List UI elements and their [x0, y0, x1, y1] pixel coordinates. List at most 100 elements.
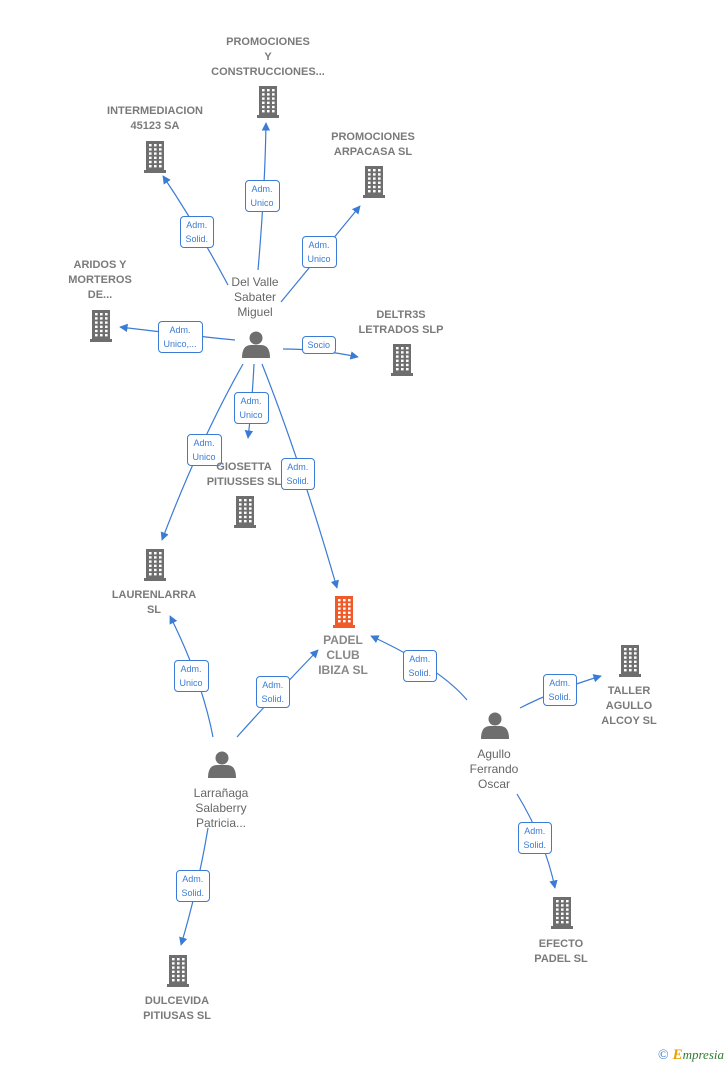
edge-label-line: Adm.	[524, 826, 546, 836]
edge-label-agullo-to-efecto_padel[interactable]: Adm. Solid.	[517, 822, 553, 854]
node-label-line: PROMOCIONES	[226, 36, 310, 48]
node-label-line: DE...	[87, 289, 113, 301]
node-label-line: INTERMEDIACION	[107, 105, 203, 117]
node-label-line: Agullo	[477, 747, 511, 761]
building-icon	[391, 344, 413, 376]
node-label-line: DELTR3S	[376, 309, 426, 321]
edge-label-agullo-to-taller_agullo[interactable]: Adm. Solid.	[542, 674, 578, 706]
edge-label-line: Solid.	[548, 692, 572, 702]
building-icon	[619, 645, 641, 677]
node-label-line: TALLER	[607, 685, 651, 697]
node-label-line: PITIUSAS SL	[143, 1010, 211, 1022]
person-icon	[208, 751, 236, 778]
person-icon	[242, 331, 270, 358]
node-label-line: Patricia...	[195, 816, 246, 830]
edge-label-line: Adm.	[182, 874, 204, 884]
copyright-icon: ©	[657, 1048, 669, 1063]
edge-label-line: Adm.	[549, 678, 571, 688]
node-label-line: CLUB	[326, 648, 360, 662]
edge-label-line: Adm.	[251, 184, 273, 194]
node-label-line: Y	[264, 51, 272, 63]
node-label-line: MORTEROS	[68, 274, 132, 286]
edge-label-line: Adm.	[193, 438, 215, 448]
edge-label-line: Unico	[307, 254, 331, 264]
node-label-line: GIOSETTA	[216, 461, 272, 473]
node-label-line: IBIZA SL	[318, 663, 368, 677]
edge-label-larranaga-to-padel_club[interactable]: Adm. Solid.	[255, 676, 291, 708]
edge-label-line: Unico,...	[163, 339, 197, 349]
node-label-promociones_construcciones[interactable]: PROMOCIONES Y CONSTRUCCIONES...	[198, 35, 338, 80]
edge-label-line: Solid.	[261, 694, 285, 704]
edge-label-line: Adm.	[180, 664, 202, 674]
edge-label-del_valle-to-promociones_arpacasa[interactable]: Adm. Unico	[301, 236, 337, 268]
edge-label-line: Solid.	[286, 476, 310, 486]
node-label-line: Del Valle	[231, 275, 279, 289]
node-label-line: LAURENLARRA	[111, 589, 197, 601]
node-label-deltr3s[interactable]: DELTR3S LETRADOS SLP	[341, 308, 461, 338]
node-label-dulcevida[interactable]: DULCEVIDA PITIUSAS SL	[122, 994, 232, 1024]
node-label-line: Salaberry	[195, 801, 247, 815]
edge-label-line: Solid.	[185, 234, 209, 244]
edge-label-line: Unico	[250, 198, 274, 208]
node-label-line: SL	[146, 604, 162, 616]
brand-name: mpresia	[682, 1047, 724, 1062]
edge-label-larranaga-to-laurenlarra[interactable]: Adm.Unico	[173, 660, 209, 692]
node-label-giosetta[interactable]: GIOSETTA PITIUSSES SL	[189, 460, 299, 490]
brand-footer: ©Empresia	[658, 1047, 724, 1064]
edge-label-del_valle-to-intermediacion[interactable]: Adm. Solid.	[179, 216, 215, 248]
node-label-line: Oscar	[477, 777, 510, 791]
node-label-line: LETRADOS SLP	[358, 324, 444, 336]
building-icon	[551, 897, 573, 929]
node-label-line: Larrañaga	[193, 786, 249, 800]
node-label-line: ARIDOS Y	[73, 259, 127, 271]
edge-label-del_valle-to-aridos[interactable]: Adm. Unico,...	[157, 321, 203, 353]
node-label-laurenlarra[interactable]: LAURENLARRA SL	[99, 588, 209, 618]
edge-label-line: Solid.	[523, 840, 547, 850]
edge-label-agullo-to-padel_club[interactable]: Adm.Solid.	[402, 650, 438, 682]
edge-label-del_valle-to-giosetta[interactable]: Adm. Unico	[233, 392, 269, 424]
node-label-line: DULCEVIDA	[144, 995, 210, 1007]
edge-label-line: Adm.	[308, 240, 330, 250]
building-icon	[167, 955, 189, 987]
edge-label-larranaga-to-dulcevida[interactable]: Adm. Solid.	[175, 870, 211, 902]
node-label-aridos[interactable]: ARIDOS Y MORTEROS DE...	[50, 258, 150, 303]
edge-label-del_valle-to-promociones_construcciones[interactable]: Adm. Unico	[244, 180, 280, 212]
node-label-line: ALCOY SL	[601, 715, 657, 727]
node-label-line: CONSTRUCCIONES...	[211, 66, 325, 78]
building-icon	[90, 310, 112, 342]
node-label-line: Sabater	[233, 290, 277, 304]
node-label-line: ARPACASA SL	[333, 146, 413, 158]
node-label-taller_agullo[interactable]: TALLER AGULLO ALCOY SL	[579, 684, 679, 729]
edge-label-line: Solid.	[408, 668, 432, 678]
edge-label-line: Adm.	[169, 325, 191, 335]
node-label-line: PADEL SL	[534, 953, 588, 965]
edge-label-line: Solid.	[181, 888, 205, 898]
node-label-line: 45123 SA	[130, 120, 180, 132]
building-icon-focus	[333, 596, 355, 628]
edge-label-line: Adm.	[240, 396, 262, 406]
person-icon	[481, 712, 509, 739]
node-label-line: PITIUSSES SL	[206, 476, 282, 488]
node-label-line: PADEL	[323, 633, 363, 647]
edge-label-del_valle-to-deltr3s[interactable]: Socio	[301, 336, 337, 354]
node-label-line: AGULLO	[605, 700, 653, 712]
edge-label-line: Adm.	[287, 462, 309, 472]
edge-label-line: Unico	[192, 452, 216, 462]
edge-label-line: Adm.	[262, 680, 284, 690]
edge-label-line: Unico	[239, 410, 263, 420]
building-icon	[363, 166, 385, 198]
edge-label-del_valle-to-padel_club[interactable]: Adm. Solid.	[280, 458, 316, 490]
building-icon	[144, 141, 166, 173]
node-label-intermediacion[interactable]: INTERMEDIACION 45123 SA	[90, 104, 220, 134]
brand-initial: E	[672, 1047, 683, 1063]
edge-label-del_valle-to-laurenlarra[interactable]: Adm. Unico	[186, 434, 222, 466]
building-icon	[144, 549, 166, 581]
building-icon	[234, 496, 256, 528]
edge-label-line: Adm.	[186, 220, 208, 230]
